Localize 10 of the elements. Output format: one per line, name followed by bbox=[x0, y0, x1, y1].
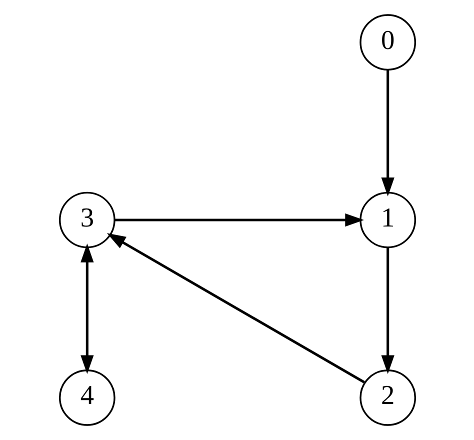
arrow bbox=[80, 244, 94, 374]
arrow bbox=[106, 233, 364, 384]
arrow bbox=[380, 247, 394, 374]
arrow bbox=[380, 70, 394, 196]
node-circle: 2 bbox=[359, 369, 416, 426]
node-circle: 4 bbox=[58, 369, 115, 426]
node-circle: 1 bbox=[359, 192, 416, 248]
node-circle: 0 bbox=[359, 14, 416, 71]
arrow bbox=[114, 213, 364, 227]
node-circle: 3 bbox=[58, 192, 115, 248]
